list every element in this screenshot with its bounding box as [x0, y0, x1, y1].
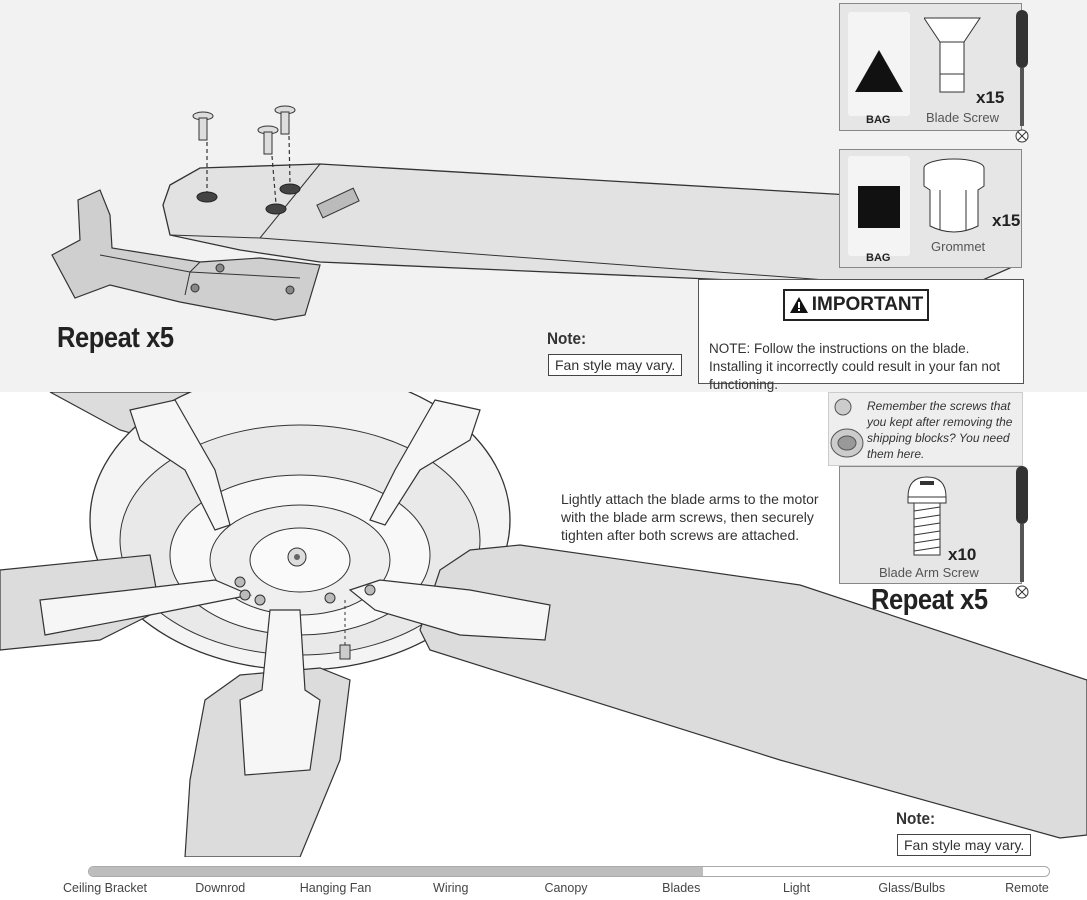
progress-step-wiring[interactable]: Wiring — [433, 881, 469, 895]
bag-label: BAG — [866, 114, 891, 126]
progress-step-ceiling-bracket[interactable]: Ceiling Bracket — [62, 881, 148, 895]
repeat-label: Repeat x5 — [57, 322, 174, 354]
important-text: NOTE: Follow the instructions on the bla… — [709, 341, 1001, 392]
qty-label: x10 — [948, 545, 977, 564]
note-label: Note: — [547, 329, 587, 348]
bag-icon — [848, 12, 910, 116]
square-icon — [858, 186, 900, 228]
blade-arm-screw-icon — [907, 476, 947, 556]
remember-tip: Remember the screws that you kept after … — [828, 392, 1023, 466]
part-name: Grommet — [931, 239, 986, 254]
progress-step-light[interactable]: Light — [782, 881, 811, 895]
parts-box-grommet: BAG x15 Grommet — [839, 149, 1022, 268]
remember-text: Remember the screws that you kept after … — [867, 399, 1013, 461]
instruction-text: Lightly attach the blade arms to the mot… — [561, 491, 819, 543]
screwdriver-icon — [1015, 466, 1029, 599]
progress-step-downrod[interactable]: Downrod — [195, 881, 246, 895]
important-title-text: IMPORTANT — [811, 294, 924, 315]
warning-icon — [789, 297, 808, 313]
blade-bracket-illustration — [51, 105, 1011, 321]
progress-step-blades[interactable]: Blades — [662, 881, 701, 895]
bottom-step-panel: Remember the screws that you kept after … — [0, 392, 1087, 857]
parts-box-blade-screw: BAG x15 Blade Screw — [839, 3, 1022, 131]
repeat-label: Repeat x5 — [871, 584, 988, 616]
triangle-icon — [855, 50, 903, 92]
progress-step-canopy[interactable]: Canopy — [544, 881, 588, 895]
progress-step-hanging-fan[interactable]: Hanging Fan — [299, 881, 372, 895]
part-name: Blade Arm Screw — [879, 565, 979, 580]
top-step-panel: Repeat x5 Note: Fan style may vary. BAG … — [0, 0, 1087, 392]
important-notice: IMPORTANT NOTE: Follow the instructions … — [698, 279, 1024, 392]
blade-screw-icon — [192, 105, 296, 155]
qty-label: x15 — [976, 88, 1005, 107]
qty-label: x15 — [992, 211, 1021, 230]
grommet-icon — [923, 158, 985, 233]
bag-icon — [848, 156, 910, 256]
important-title: IMPORTANT — [783, 289, 929, 321]
note-text: Fan style may vary. — [897, 834, 1032, 856]
motor-blade-arms-illustration — [0, 392, 1087, 857]
progress-bar — [88, 866, 1050, 877]
parts-box-blade-arm-screw: x10 Blade Arm Screw — [839, 466, 1022, 584]
note-text: Fan style may vary. — [548, 354, 683, 376]
progress-step-remote[interactable]: Remote — [1005, 881, 1049, 895]
part-name: Blade Screw — [926, 110, 999, 125]
progress-fill — [89, 867, 704, 876]
blade-screw-icon — [924, 17, 981, 93]
note-label: Note: — [896, 809, 936, 828]
shipping-block-icon — [830, 398, 864, 458]
bag-label: BAG — [866, 252, 891, 264]
progress-step-glass-bulbs[interactable]: Glass/Bulbs — [878, 881, 946, 895]
screwdriver-icon — [1015, 10, 1029, 143]
